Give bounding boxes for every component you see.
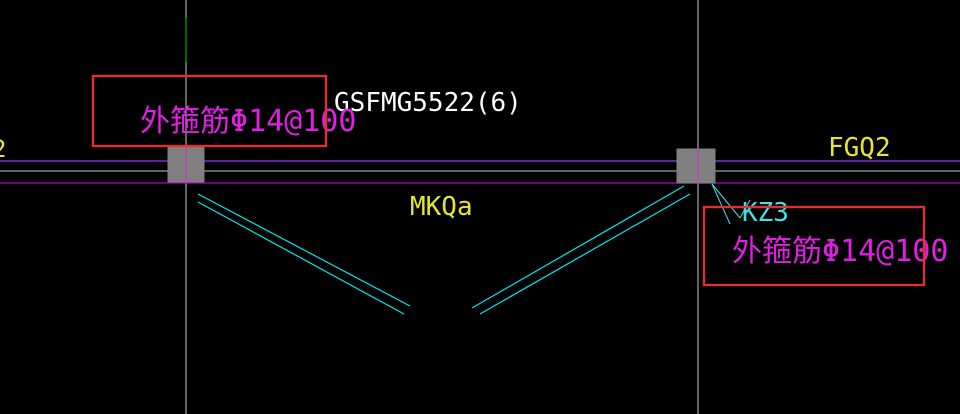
wall-name-label: MKQa [410,192,473,222]
column-name-label: KZ3 [742,198,789,228]
brace-right-b [479,193,691,315]
stirrup-left-label: 外箍筋Φ14@100 [140,104,356,139]
brace-right-a [471,185,685,309]
kz3-leader-1 [711,183,741,219]
brace-left-b [197,201,405,315]
stirrup-right-label: 外箍筋Φ14@100 [732,234,948,269]
brace-left-a [197,193,411,307]
kz3-leader-3 [739,199,751,219]
left-edge-label: 2 [0,135,6,163]
kz3-leader-2 [711,183,731,225]
column-square-icon[interactable] [676,148,716,184]
highlight-box-right [702,205,926,287]
beam-name-label: GSFMG5522(6) [334,88,522,118]
wall-right-label: FGQ2 [828,133,891,163]
highlight-box-left [91,74,328,148]
